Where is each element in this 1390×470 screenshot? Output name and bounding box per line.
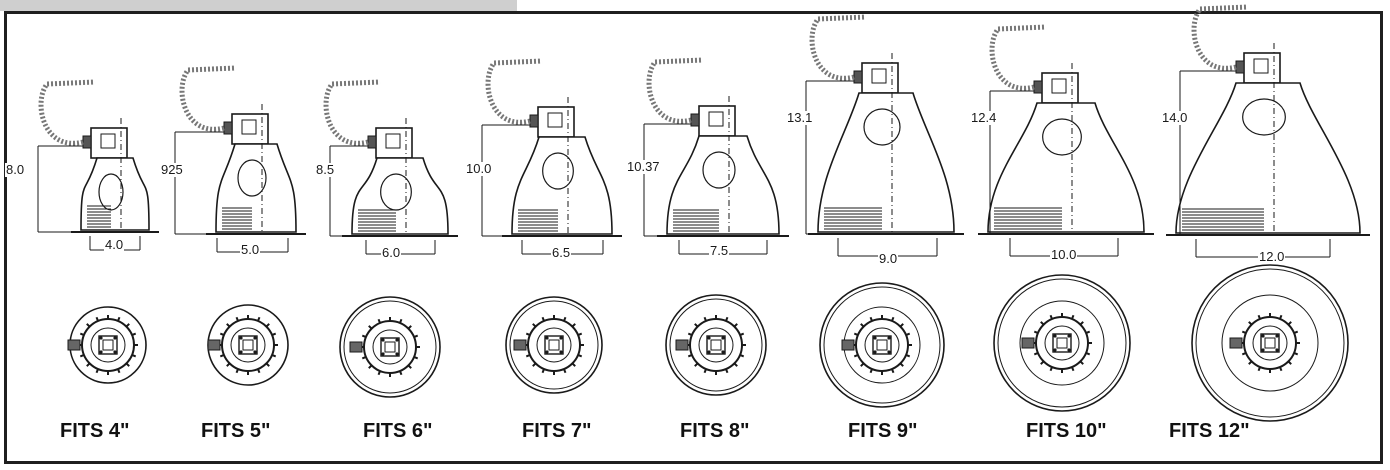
- fixture-3: [323, 79, 458, 255]
- fixture-8: [1166, 4, 1370, 258]
- fit-label-12: FITS 12": [1169, 420, 1250, 442]
- width-label-10: 10.0: [1050, 247, 1078, 262]
- height-label-8: 10.37: [626, 159, 661, 174]
- plan-view-7: [993, 274, 1131, 412]
- height-label-7: 10.0: [465, 161, 493, 176]
- fixture-4: [481, 58, 622, 255]
- plan-view-4: [505, 296, 603, 394]
- width-label-7: 6.5: [551, 245, 572, 260]
- fit-label-10: FITS 10": [1026, 420, 1107, 442]
- plan-view-1: [67, 306, 147, 384]
- fixture-2: [174, 65, 306, 253]
- height-label-4: 8.0: [5, 162, 26, 177]
- height-label-5: 925: [160, 162, 184, 177]
- height-label-12: 14.0: [1161, 110, 1189, 125]
- diagram-frame: [4, 11, 1383, 464]
- width-label-9: 9.0: [878, 251, 899, 266]
- height-label-10: 12.4: [970, 110, 998, 125]
- fit-label-9: FITS 9": [848, 420, 918, 442]
- height-label-9: 13.1: [786, 110, 814, 125]
- plan-view-3: [339, 296, 441, 398]
- fit-label-7: FITS 7": [522, 420, 592, 442]
- fixture-5: [643, 57, 789, 255]
- height-label-6: 8.5: [315, 162, 336, 177]
- header-strip: [0, 0, 517, 11]
- fit-label-6: FITS 6": [363, 420, 433, 442]
- fixture-6: [805, 14, 964, 257]
- width-label-6: 6.0: [381, 245, 402, 260]
- fixture-1: [37, 79, 159, 251]
- plan-view-5: [665, 294, 767, 396]
- plan-view-2: [207, 304, 289, 386]
- width-label-4: 4.0: [104, 237, 125, 252]
- width-label-5: 5.0: [240, 242, 261, 257]
- fixture-7: [978, 24, 1154, 257]
- plan-view-6: [819, 282, 945, 408]
- fit-label-8: FITS 8": [680, 420, 750, 442]
- fit-label-5: FITS 5": [201, 420, 271, 442]
- fit-label-4: FITS 4": [60, 420, 130, 442]
- width-label-8: 7.5: [709, 243, 730, 258]
- plan-view-8: [1191, 264, 1349, 422]
- width-label-12: 12.0: [1258, 249, 1286, 264]
